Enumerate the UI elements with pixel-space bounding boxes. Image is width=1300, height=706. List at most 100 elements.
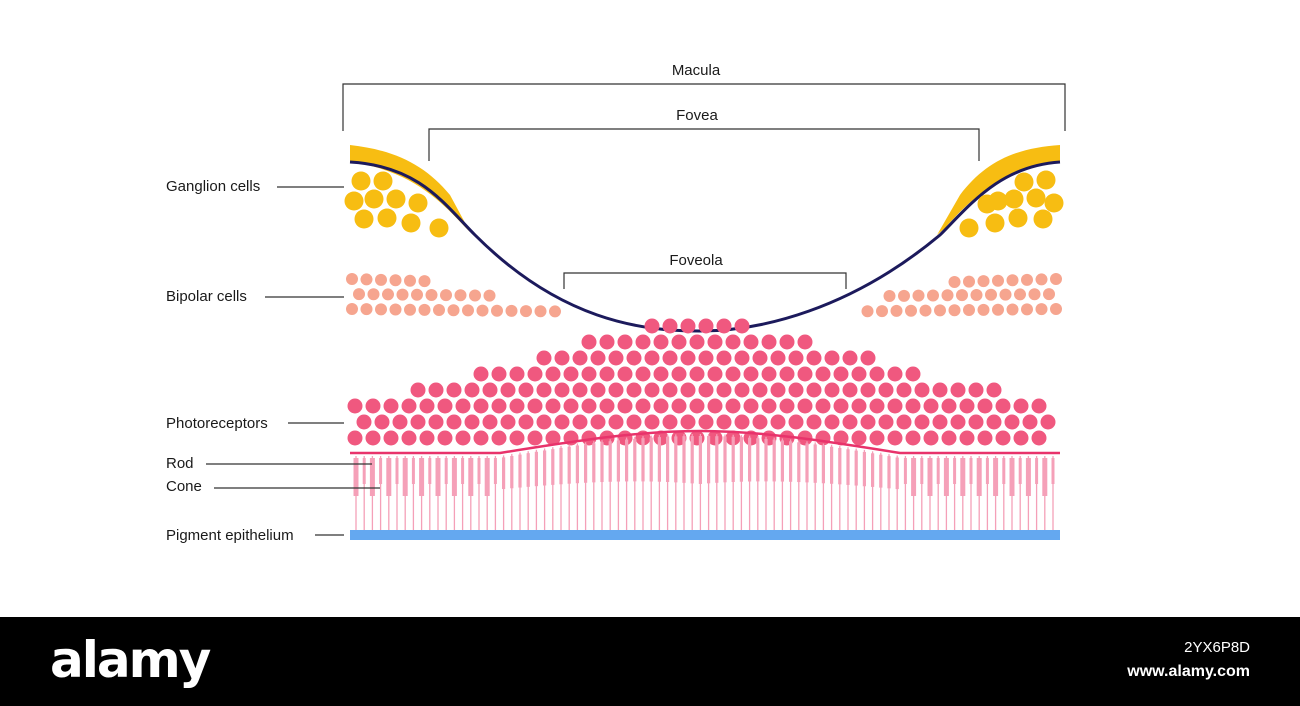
rod-segment (953, 458, 957, 484)
photoreceptor-nucleus (509, 430, 525, 446)
bipolar-cell (389, 274, 402, 287)
photoreceptor-nucleus (734, 414, 750, 430)
photoreceptor-nucleus (824, 382, 840, 398)
bipolar-cell (447, 304, 460, 317)
photoreceptor-nucleus (887, 398, 903, 414)
cone-segment (518, 454, 522, 488)
bipolar-cell (491, 304, 503, 317)
ganglion-cell (386, 189, 406, 209)
rod-cone-group (353, 434, 1055, 530)
photoreceptor-nucleus (545, 430, 561, 446)
photoreceptor-nucleus (725, 334, 741, 350)
photoreceptor-nucleus (446, 414, 462, 430)
bipolar-cell (382, 288, 394, 301)
photoreceptor-nucleus (788, 350, 804, 366)
photoreceptor-nucleus (887, 366, 903, 382)
cone-segment (559, 447, 563, 485)
photoreceptor-nucleus (671, 334, 687, 350)
photoreceptor-nucleus (743, 398, 759, 414)
bipolar-cell (396, 288, 409, 301)
bipolar-cell (1043, 288, 1055, 301)
cone-segment (797, 442, 801, 483)
rod-segment (477, 458, 481, 484)
photoreceptor-nucleus (941, 398, 957, 414)
photoreceptor-nucleus (689, 366, 705, 382)
photoreceptor-nucleus (419, 430, 435, 446)
bipolar-cell (898, 289, 910, 302)
bipolar-cell (353, 288, 365, 301)
photoreceptor-nucleus (968, 414, 984, 430)
photoreceptor-nucleus (509, 366, 525, 382)
photoreceptor-nucleus (347, 430, 363, 446)
photoreceptor-nucleus (428, 382, 444, 398)
cone-segment (386, 458, 392, 496)
photoreceptor-nucleus (887, 430, 903, 446)
photoreceptor-nucleus (842, 350, 858, 366)
photoreceptor-nucleus (626, 350, 642, 366)
photoreceptor-nucleus (599, 334, 615, 350)
photoreceptor-nucleus (644, 382, 660, 398)
photoreceptor-nucleus (500, 414, 516, 430)
photoreceptor-nucleus (554, 414, 570, 430)
photoreceptor-nucleus (734, 318, 750, 334)
photoreceptor-nucleus (761, 366, 777, 382)
photoreceptor-nucleus (536, 414, 552, 430)
photoreceptor-nucleus (491, 398, 507, 414)
photoreceptor-nucleus (725, 366, 741, 382)
cone-segment (780, 440, 784, 482)
cone-segment (534, 451, 538, 487)
cone-segment (854, 450, 858, 486)
photoreceptor-nucleus (833, 430, 849, 446)
photoreceptor-nucleus (977, 430, 993, 446)
rod-segment (985, 458, 989, 484)
bipolar-cell (411, 288, 423, 301)
cone-segment (419, 458, 425, 496)
photoreceptor-nucleus (644, 414, 660, 430)
ganglion-cell (959, 218, 979, 238)
photoreceptor-nucleus (986, 414, 1002, 430)
photoreceptor-nucleus (662, 350, 678, 366)
cone-segment (402, 458, 408, 496)
bipolar-cell (948, 276, 961, 289)
photoreceptor-nucleus (617, 334, 633, 350)
photoreceptor-nucleus (869, 366, 885, 382)
photoreceptor-nucleus (842, 382, 858, 398)
cone-segment (943, 458, 949, 496)
photoreceptor-nucleus (464, 414, 480, 430)
photoreceptor-nucleus (626, 414, 642, 430)
bipolar-cell (433, 304, 445, 317)
photoreceptor-nucleus (905, 398, 921, 414)
bipolar-cell (375, 273, 387, 286)
bipolar-cell (418, 275, 431, 288)
photoreceptor-nucleus (716, 318, 732, 334)
photoreceptor-nucleus (554, 382, 570, 398)
cone-segment (1025, 458, 1031, 496)
rod-segment (1002, 458, 1006, 484)
photoreceptor-nucleus (941, 430, 957, 446)
bipolar-cell (890, 304, 903, 317)
photoreceptor-nucleus (788, 382, 804, 398)
cone-segment (830, 446, 834, 484)
bipolar-cell (534, 305, 547, 318)
bipolar-cell (462, 304, 474, 317)
photoreceptor-nucleus (410, 414, 426, 430)
bipolar-cell (948, 304, 961, 317)
bipolar-cell (549, 305, 561, 318)
photoreceptor-nucleus (779, 398, 795, 414)
photoreceptor-nucleus (671, 366, 687, 382)
photoreceptor-nucleus (806, 414, 822, 430)
photoreceptor-nucleus (680, 318, 696, 334)
photoreceptor-nucleus (716, 382, 732, 398)
photoreceptor-nucleus (779, 334, 795, 350)
bipolar-cell (977, 303, 990, 316)
photoreceptor-nucleus (437, 430, 453, 446)
photoreceptor-nucleus (824, 350, 840, 366)
rod-segment (428, 458, 432, 484)
photoreceptor-nucleus (482, 414, 498, 430)
ganglion-cell (1033, 209, 1053, 229)
photoreceptor-nucleus (707, 334, 723, 350)
rod-segment (1018, 458, 1022, 484)
bipolar-cell (1014, 288, 1026, 301)
photoreceptor-nucleus (743, 334, 759, 350)
cone-segment (838, 447, 842, 485)
